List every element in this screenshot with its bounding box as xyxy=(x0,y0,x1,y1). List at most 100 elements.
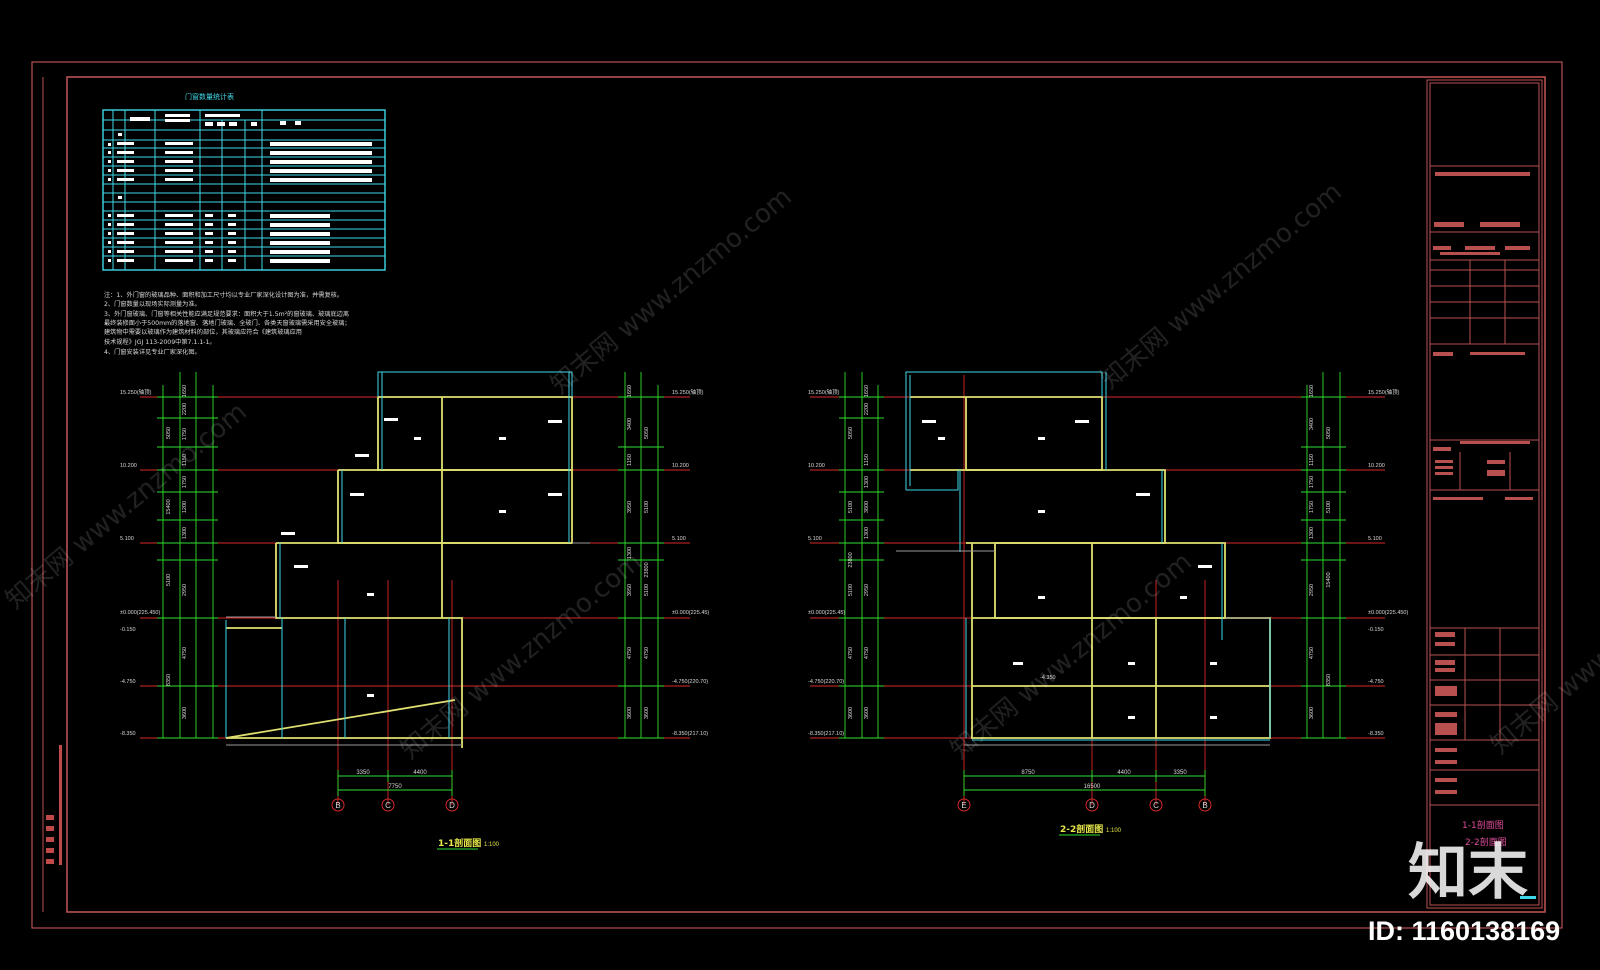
watermark-layer: 知末网 www.znzmo.com 知末网 www.znzmo.com 知末网 … xyxy=(0,177,1600,766)
dim-text: 1300 xyxy=(1309,527,1315,539)
dim-text: 2950 xyxy=(864,584,870,596)
left-dim-chains xyxy=(157,372,218,739)
dim-text: 1300 xyxy=(864,476,870,488)
dim-text: 23800 xyxy=(848,552,854,567)
dim-text: 5100 xyxy=(1326,501,1332,513)
title-block-text-blocks xyxy=(1433,172,1533,794)
dim-text: 1750 xyxy=(1309,501,1315,513)
note-line: 建筑物中需要以玻璃作为建筑材料的部位，其玻璃应符合《建筑玻璃应用 xyxy=(104,328,302,336)
dim-text: 1750 xyxy=(182,428,188,440)
dim-text: 23800 xyxy=(644,562,650,577)
dim-text: 3350 xyxy=(1173,770,1187,776)
schedule-title: 门窗数量统计表 xyxy=(185,92,234,101)
axis-bubbles xyxy=(957,798,1212,812)
watermark-text: 知末网 www.znzmo.com xyxy=(1485,542,1600,761)
axis-label-d: D xyxy=(1089,801,1095,810)
dim-text: 4750 xyxy=(1309,647,1315,659)
dim-text: 1650 xyxy=(627,385,633,397)
dim-text: 3950 xyxy=(627,501,633,513)
right-dim-chains xyxy=(618,372,664,739)
dim-text: 1650 xyxy=(182,385,188,397)
level-tag: -4.350 xyxy=(1040,675,1056,681)
sheet-name-1: 1-1剖面图 xyxy=(1462,819,1504,831)
dim-text: 3600 xyxy=(848,707,854,719)
note-line: 注：1、外门窗的玻璃品种、面积和加工尺寸均以专业厂家深化设计图为准，并需复核。 xyxy=(104,291,343,299)
watermark-text: 知末网 www.znzmo.com xyxy=(0,397,252,616)
dim-text: 4400 xyxy=(413,770,427,776)
elevation-label: 10.200 xyxy=(808,463,825,469)
door-window-schedule xyxy=(102,109,386,271)
dim-text: 1150 xyxy=(182,454,188,466)
elevation-label: -8.350(217.10) xyxy=(672,731,708,737)
schedule-cells xyxy=(108,114,372,263)
design-notes: 注：1、外门窗的玻璃品种、面积和加工尺寸均以专业厂家深化设计图为准，并需复核。 … xyxy=(104,291,351,356)
elevation-label: ±0.000(225.45) xyxy=(808,610,845,616)
dim-text: 5100 xyxy=(644,584,650,596)
room-tags xyxy=(281,418,562,697)
image-id-label: ID: 1160138169 xyxy=(1368,916,1560,946)
glazing-lines xyxy=(225,371,573,738)
elevation-label: -4.750(220.70) xyxy=(808,679,844,685)
section-scale: 1:100 xyxy=(1106,828,1122,834)
elevation-label: -0.150 xyxy=(1368,627,1384,633)
axis-label-c: C xyxy=(385,801,391,810)
dim-text: 3600 xyxy=(864,707,870,719)
dim-text: 2200 xyxy=(182,403,188,415)
title-block xyxy=(1426,79,1543,909)
section-1-1: B C D 3350 4400 7750 15.250(轴顶) 10.200 5… xyxy=(120,371,709,850)
note-line: 3、外门窗玻璃、门窗等相关性能应满足规范要求：面积大于1.5m²的窗玻璃、玻璃底… xyxy=(104,310,349,318)
dim-text: 15400 xyxy=(166,499,172,514)
elevation-label: 15.250(轴顶) xyxy=(672,388,704,396)
watermark-text: 知末网 www.znzmo.com xyxy=(1095,177,1347,396)
dim-text: 3600 xyxy=(182,707,188,719)
ground-line xyxy=(896,550,1270,746)
dim-text: 3800 xyxy=(864,501,870,513)
elevation-label: -8.350 xyxy=(120,731,136,737)
dim-text: 8750 xyxy=(1021,770,1035,776)
dim-text: 5100 xyxy=(644,501,650,513)
watermark-text: 知末网 www.znzmo.com xyxy=(945,547,1197,766)
room-tags xyxy=(922,420,1217,719)
elevation-label: 5.100 xyxy=(672,536,686,542)
dim-text: 1750 xyxy=(182,476,188,488)
axis-bubbles xyxy=(331,798,459,812)
bottom-dim-lines xyxy=(963,770,1206,796)
dim-text: 1650 xyxy=(864,385,870,397)
dim-text: 1150 xyxy=(627,454,633,466)
dim-text: 4750 xyxy=(848,647,854,659)
elevation-label: 15.250(轴顶) xyxy=(120,388,152,396)
outer-frame xyxy=(31,61,1563,929)
watermark-logo: 知末 xyxy=(1408,838,1528,908)
dim-text: 2950 xyxy=(1309,584,1315,596)
dim-text: 5100 xyxy=(166,574,172,586)
elevation-label: 15.250(轴顶) xyxy=(1368,388,1400,396)
elevation-label: -0.150 xyxy=(120,627,136,633)
elevation-label: 5.100 xyxy=(120,536,134,542)
bottom-dim-lines xyxy=(337,770,453,796)
elevation-label: -4.750 xyxy=(1368,679,1384,685)
elevation-label: -4.750 xyxy=(120,679,136,685)
elevation-label: 5.100 xyxy=(808,536,822,542)
sheet-number-mark xyxy=(1520,896,1536,899)
dim-text: 5050 xyxy=(1326,427,1332,439)
dim-text: 3600 xyxy=(1309,707,1315,719)
dim-text: 3950 xyxy=(627,584,633,596)
elevation-label: 10.200 xyxy=(672,463,689,469)
dim-text: 5100 xyxy=(848,501,854,513)
dim-text: 3600 xyxy=(627,707,633,719)
section-title: 1-1剖面图 xyxy=(438,837,481,849)
dim-text: 4750 xyxy=(627,647,633,659)
sheet-name-2: 2-2剖面图 xyxy=(1465,836,1507,848)
axis-label-c: C xyxy=(1153,801,1159,810)
dim-text: 8350 xyxy=(166,674,172,686)
elevation-label: ±0.000(225.450) xyxy=(1368,610,1408,616)
dim-text: 1300 xyxy=(182,527,188,539)
elevation-label: ±0.000(225.45) xyxy=(672,610,709,616)
note-line: 2、门窗数量以现场实际测量为准。 xyxy=(104,300,201,308)
elevation-label: -8.350(217.10) xyxy=(808,731,844,737)
dim-text: 16500 xyxy=(1084,784,1101,790)
dim-text: 3350 xyxy=(356,770,370,776)
note-line: 技术规程》JGJ 113-2009中第7.1.1-1。 xyxy=(104,338,216,346)
dim-text: 4750 xyxy=(644,647,650,659)
